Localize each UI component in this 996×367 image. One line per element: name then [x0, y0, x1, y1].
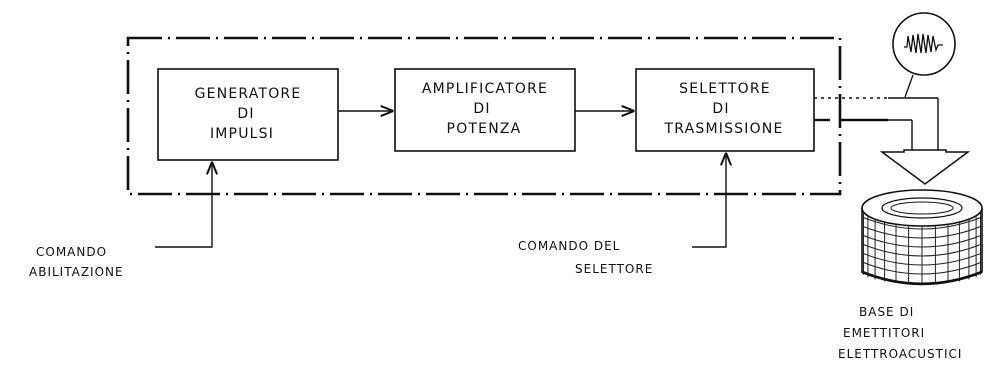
pulse-generator-label-line2: DI	[237, 106, 254, 122]
emitter-grid-row	[861, 216, 983, 230]
selector-command-label-line1: COMANDO DEL	[518, 239, 620, 253]
selector-label-line1: SELETTORE	[679, 81, 771, 97]
emitter-grid-row	[861, 243, 983, 257]
emitters-label-line3: ELETTROACUSTICI	[838, 347, 962, 361]
pulse-generator-label-line1: GENERATORE	[195, 86, 302, 102]
transmission-selector-block: SELETTORE DI TRASMISSIONE	[635, 68, 815, 152]
power-amplifier-label-line3: POTENZA	[447, 121, 522, 137]
burst-waveform-icon	[892, 12, 956, 98]
emitter-grid-row	[861, 252, 983, 266]
system-enclosure	[126, 36, 842, 196]
enable-command-input: COMANDO ABILITAZIONE	[29, 163, 212, 279]
emitters-label-line1: BASE DI	[859, 305, 914, 319]
emitter-grid-row	[861, 225, 983, 239]
enable-command-label-line2: ABILITAZIONE	[29, 265, 124, 279]
emitter-grid-row	[861, 234, 983, 248]
pulse-generator-block: GENERATORE DI IMPULSI	[157, 68, 339, 161]
output-arrow-icon	[879, 149, 971, 185]
selector-label-line3: TRASMISSIONE	[663, 121, 783, 137]
output-lines	[814, 97, 939, 150]
power-amplifier-label-line2: DI	[473, 101, 490, 117]
selector-command-input: COMANDO DEL SELETTORE	[518, 154, 726, 276]
selector-command-label-line2: SELETTORE	[575, 262, 653, 276]
power-amplifier-block: AMPLIFICATORE DI POTENZA	[394, 68, 576, 152]
pulse-generator-label-line3: IMPULSI	[210, 126, 274, 142]
power-amplifier-label-line1: AMPLIFICATORE	[422, 81, 548, 97]
emitter-grid-row	[861, 261, 983, 275]
emitters-base-label: BASE DI EMETTITORI ELETTROACUSTICI	[838, 305, 962, 361]
emitters-label-line2: EMETTITORI	[843, 326, 925, 340]
enable-command-label-line1: COMANDO	[36, 245, 107, 259]
emitter-array-icon	[861, 189, 983, 286]
selector-label-line2: DI	[712, 101, 729, 117]
